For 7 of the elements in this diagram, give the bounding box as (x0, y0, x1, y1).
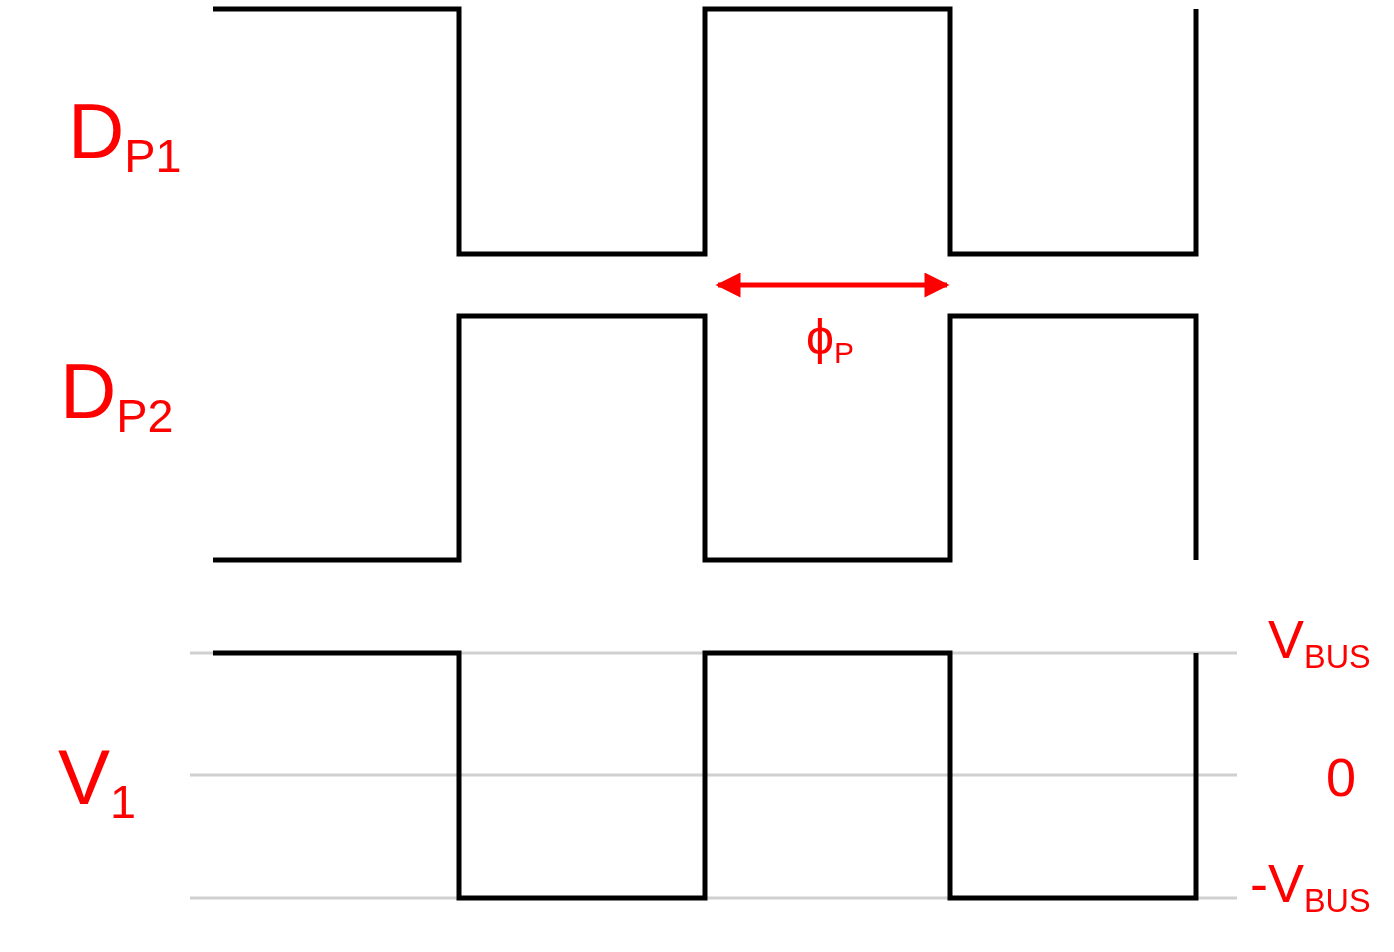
level-label: V$_{BUS}$ (1268, 612, 1371, 674)
signal-label: D$_{P1}$ (68, 92, 182, 180)
level-label: 0 (1326, 750, 1357, 804)
phase-label: ϕ$_{P}$ (806, 312, 855, 368)
signal-label: V$_{1}$ (58, 738, 137, 826)
signal-label: D$_{P2}$ (60, 352, 174, 440)
level-label: -V$_{BUS}$ (1250, 856, 1371, 918)
